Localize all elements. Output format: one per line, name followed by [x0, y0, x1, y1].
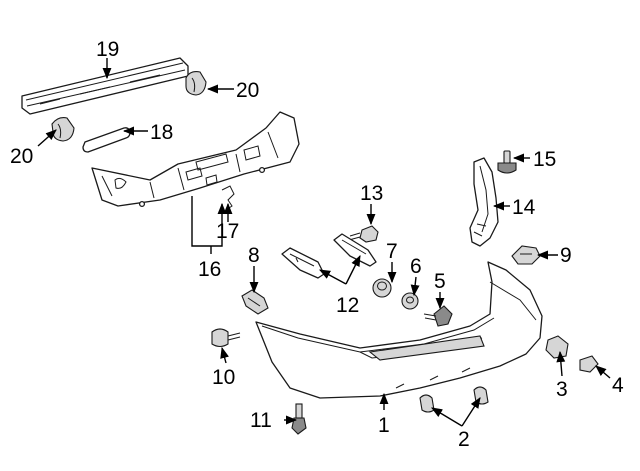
lower-fastener-right-part — [473, 386, 489, 405]
callout-14: 14 — [512, 196, 536, 219]
screw-part — [497, 150, 517, 174]
callout-18: 18 — [150, 121, 173, 144]
bumper-cover-part — [255, 261, 543, 399]
callout-19: 19 — [96, 38, 119, 61]
callout-labels: 19 20 20 18 15 14 13 17 16 7 6 5 9 8 12 … — [10, 38, 624, 451]
callout-10: 10 — [212, 366, 235, 389]
plug-part — [545, 335, 569, 359]
bumper-screw-part — [211, 328, 241, 348]
callout-6: 6 — [410, 255, 422, 278]
push-fastener-part — [423, 305, 453, 327]
slide-retainer-left-part — [281, 247, 325, 279]
grommet-part — [372, 278, 392, 298]
callout-5: 5 — [434, 270, 446, 293]
retainer-rod-part — [82, 127, 131, 153]
bracket-part — [241, 289, 269, 315]
callout-12: 12 — [336, 294, 359, 317]
bracket-pad-lower-part — [51, 117, 75, 142]
callout-17: 17 — [216, 220, 239, 243]
callout-7: 7 — [386, 240, 398, 263]
reinforcement-bar-part — [21, 57, 189, 115]
bolt-part — [348, 225, 379, 243]
callout-1: 1 — [378, 414, 390, 437]
nut-part — [401, 292, 419, 310]
callout-9: 9 — [560, 244, 572, 267]
callout-11: 11 — [250, 409, 272, 432]
callout-20-upper: 20 — [236, 79, 259, 102]
bracket-pad-upper-part — [185, 71, 207, 96]
side-retainer-part — [469, 157, 499, 247]
callout-13: 13 — [360, 182, 383, 205]
lower-fastener-left-part — [419, 394, 435, 413]
side-clip-part — [511, 245, 541, 265]
side-screw-part — [579, 355, 599, 373]
callout-8: 8 — [248, 244, 260, 267]
callout-16: 16 — [198, 258, 221, 281]
callout-15: 15 — [533, 148, 556, 171]
energy-absorber-part — [91, 111, 300, 208]
callout-20-lower: 20 — [10, 145, 33, 168]
callout-4: 4 — [612, 374, 624, 397]
slide-retainer-right-part — [333, 233, 377, 267]
leader-lines — [37, 58, 611, 427]
callout-3: 3 — [556, 378, 568, 401]
callout-2: 2 — [458, 428, 470, 451]
lower-bolt-part — [291, 403, 307, 435]
